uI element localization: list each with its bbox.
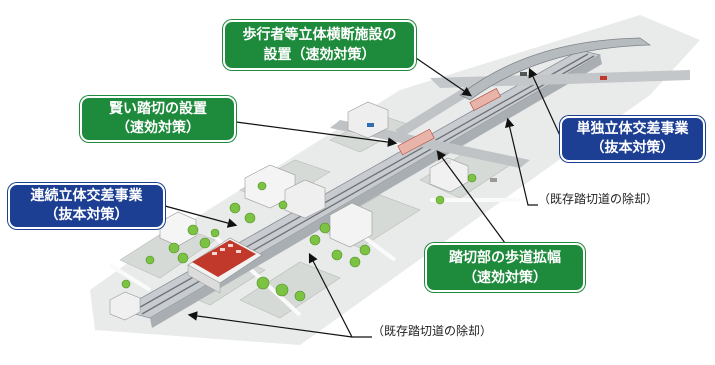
single-grade-separation-line1: 単独立体交差事業 — [576, 121, 689, 137]
pointer-lines — [164, 57, 563, 338]
single-grade-separation-line2: （抜本対策） — [590, 140, 675, 156]
pedestrian-crossing-line2: 設置（速効対策） — [263, 47, 376, 63]
continuous-grade-separation-line1: 連続立体交差事業 — [30, 188, 143, 204]
continuous-grade-separation-line2: （抜本対策） — [44, 207, 129, 223]
smart-crossing-line1: 賢い踏切の設置 — [109, 101, 207, 117]
smart-crossing-callout: 賢い踏切の設置 （速効対策） — [80, 96, 236, 142]
station-building — [187, 237, 263, 294]
sidewalk-widening-line2: （速効対策） — [463, 269, 547, 286]
sidewalk-widening-line1: 踏切部の歩道拡幅 — [449, 249, 561, 266]
single-grade-separation-callout: 単独立体交差事業 （抜本対策） — [560, 116, 705, 162]
continuous-grade-separation-callout: 連続立体交差事業 （抜本対策） — [8, 183, 165, 229]
removal-note-upper: （既存踏切道の除却） — [538, 192, 659, 206]
smart-crossing-line2: （速効対策） — [116, 120, 200, 136]
pedestrian-crossing-callout: 歩行者等立体横断施設の 設置（速効対策） — [223, 20, 416, 70]
removal-note-lower: （既存踏切道の除却） — [372, 324, 493, 338]
buildings — [109, 101, 469, 321]
trees — [121, 173, 477, 302]
pedestrian-crossing-line1: 歩行者等立体横断施設の — [242, 27, 397, 43]
vehicles — [367, 72, 607, 182]
overpass — [459, 37, 652, 101]
sidewalk-widening-callout: 踏切部の歩道拡幅 （速効対策） — [425, 243, 585, 292]
